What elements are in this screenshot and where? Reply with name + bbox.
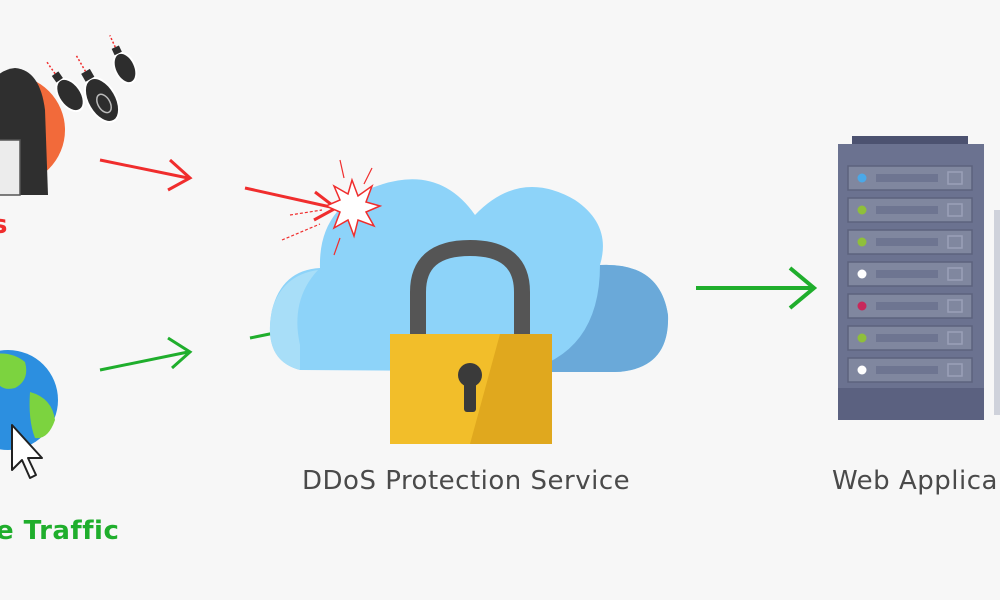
server-slot-button — [947, 203, 963, 217]
cursor-icon — [11, 424, 43, 479]
server-slot-button — [947, 299, 963, 313]
attack-arrow-1 — [99, 158, 193, 192]
server-base — [838, 388, 984, 420]
server-led — [857, 237, 867, 247]
server-slot-bar — [876, 206, 938, 214]
server-slot-bar — [876, 334, 938, 342]
attack-traffic-label: s — [0, 210, 8, 240]
server-led — [857, 205, 867, 215]
server-slot-button — [947, 363, 963, 377]
cloud-icon — [269, 179, 669, 372]
web-app-label: Web Applica — [832, 466, 998, 496]
server-top — [852, 136, 968, 146]
server-slot-button — [947, 171, 963, 185]
server-slot-bar — [876, 270, 938, 278]
cloud-highlight — [269, 270, 318, 370]
server-slots — [847, 165, 973, 383]
padlock-keyhole-slot — [464, 378, 476, 412]
server-slot-button — [947, 267, 963, 281]
bomb-icon — [46, 35, 138, 123]
globe-icon — [0, 350, 58, 450]
padlock-body-shade — [470, 334, 552, 444]
impact-burst-icon — [281, 159, 383, 256]
server-slot-button — [947, 235, 963, 249]
padlock-shackle — [410, 239, 530, 335]
server-slot-bar — [876, 302, 938, 310]
server-slot-bar — [876, 238, 938, 246]
legit-arrow-3 — [696, 266, 818, 310]
legit-arrows — [99, 266, 818, 372]
hacker-laptop — [0, 139, 21, 196]
server-led — [857, 301, 867, 311]
cloud-shadow — [520, 264, 669, 372]
attack-arrows — [99, 158, 339, 222]
globe-land-east — [29, 392, 55, 439]
server-led — [857, 333, 867, 343]
hacker-icon — [0, 68, 65, 196]
cloud-body — [269, 179, 669, 372]
server-slot-button — [947, 331, 963, 345]
server-led — [857, 365, 867, 375]
server-slot — [847, 261, 973, 287]
legit-arrow-1 — [99, 336, 193, 372]
server-led — [857, 269, 867, 279]
legit-traffic-label: e Traffic — [0, 516, 120, 546]
server-led — [857, 173, 867, 183]
server-slot-bar — [876, 366, 938, 374]
padlock-icon — [390, 239, 552, 444]
server-side-panel — [994, 210, 1000, 415]
service-label: DDoS Protection Service — [302, 466, 631, 496]
server-rack-icon — [838, 136, 1000, 420]
server-slot-bar — [876, 174, 938, 182]
globe-land-north — [0, 353, 27, 389]
